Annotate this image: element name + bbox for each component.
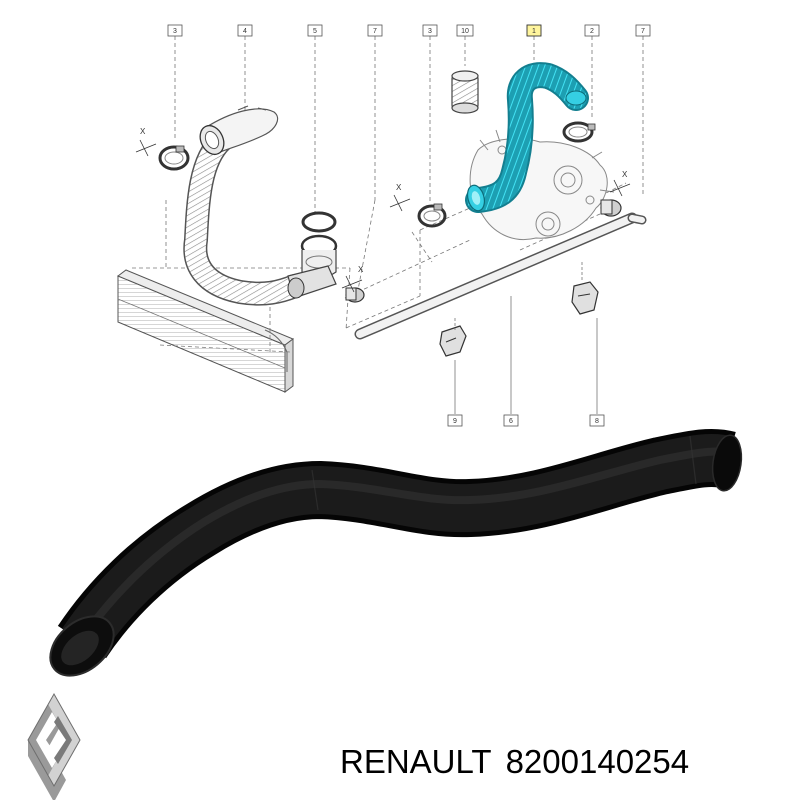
callout-box: 9 <box>447 414 463 427</box>
exploded-diagram: X X X X 3 4 5 7 3 <box>116 24 651 427</box>
intercooler <box>116 269 295 393</box>
product-hose-photo <box>49 429 743 677</box>
fitting-7-right <box>600 199 622 217</box>
callout-label: 2 <box>590 28 594 35</box>
callout-box: 3 <box>167 24 183 37</box>
bracket-8 <box>571 262 599 414</box>
callout-label: 5 <box>313 28 317 35</box>
part-number: 8200140254 <box>505 743 690 780</box>
guide-lines <box>132 36 644 353</box>
clamp-5 <box>287 211 338 299</box>
callout-box: 5 <box>307 24 323 37</box>
intake-hose-4 <box>183 105 307 306</box>
callout-label: 3 <box>173 28 177 35</box>
fitting-7-left <box>345 287 365 303</box>
pipe-6 <box>354 212 647 340</box>
callout-box: 8 <box>589 414 605 427</box>
callout-label: 3 <box>428 28 432 35</box>
clamp-2 <box>562 121 596 143</box>
callout-box: 3 <box>422 24 438 37</box>
callout-label: 7 <box>373 28 377 35</box>
x-marker-label: X <box>622 170 628 179</box>
x-marker-label: X <box>140 127 146 136</box>
callout-box: 4 <box>237 24 253 37</box>
callout-label: 10 <box>461 28 469 35</box>
callout-box: 7 <box>367 24 383 37</box>
bracket-9 <box>439 318 467 414</box>
callout-box-highlighted: 1 <box>526 24 542 37</box>
callouts-top: 3 4 5 7 3 10 1 <box>167 24 651 37</box>
callout-label: 9 <box>453 418 457 425</box>
clamp-3-right <box>417 203 447 228</box>
callout-label: 1 <box>532 28 536 35</box>
x-markers <box>135 139 631 293</box>
hose-1-highlighted <box>465 62 589 213</box>
callout-box: 7 <box>635 24 651 37</box>
clamp-3-left <box>158 145 190 171</box>
coupler-10 <box>451 70 479 114</box>
x-marker-label: X <box>358 265 364 274</box>
product-caption: RENAULT 8200140254 <box>340 738 796 786</box>
callout-label: 4 <box>243 28 247 35</box>
callout-label: 8 <box>595 418 599 425</box>
callouts-bottom: 9 6 8 <box>447 414 605 427</box>
callout-label: 6 <box>509 418 513 425</box>
brand-name: RENAULT <box>340 743 492 780</box>
callout-box: 6 <box>503 414 519 427</box>
renault-logo <box>27 692 81 800</box>
callout-label: 7 <box>641 28 645 35</box>
x-marker-label: X <box>396 183 402 192</box>
callout-box: 10 <box>456 24 474 37</box>
callout-box: 2 <box>584 24 600 37</box>
